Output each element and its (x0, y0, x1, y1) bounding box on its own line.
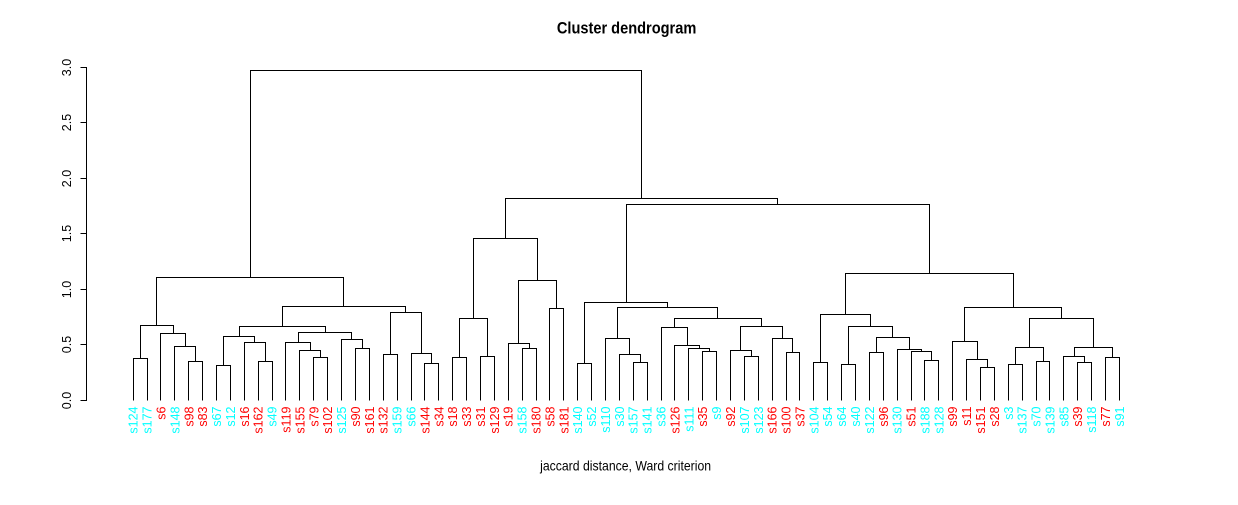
svg-text:s19: s19 (502, 406, 516, 426)
svg-text:s126: s126 (668, 406, 682, 433)
svg-text:s90: s90 (349, 406, 363, 426)
svg-text:s92: s92 (724, 406, 738, 426)
svg-text:s140: s140 (571, 406, 585, 433)
svg-text:s54: s54 (821, 406, 835, 426)
svg-text:0.0: 0.0 (60, 392, 74, 409)
svg-text:s123: s123 (752, 406, 766, 433)
svg-text:3.0: 3.0 (60, 59, 74, 76)
svg-text:s58: s58 (543, 406, 557, 426)
svg-text:s104: s104 (807, 406, 821, 433)
svg-text:s31: s31 (474, 406, 488, 426)
svg-text:s124: s124 (127, 406, 141, 433)
svg-text:s28: s28 (988, 406, 1002, 426)
svg-text:s139: s139 (1043, 406, 1057, 433)
svg-text:s12: s12 (224, 406, 238, 426)
svg-text:1.5: 1.5 (60, 225, 74, 242)
svg-text:s162: s162 (252, 406, 266, 433)
svg-text:s77: s77 (1099, 406, 1113, 426)
svg-text:s111: s111 (682, 406, 696, 431)
svg-text:s30: s30 (613, 406, 627, 426)
svg-text:s37: s37 (793, 406, 807, 426)
svg-text:s3: s3 (1002, 406, 1016, 419)
svg-text:s36: s36 (655, 406, 669, 426)
svg-text:s34: s34 (432, 406, 446, 426)
svg-text:s141: s141 (641, 406, 655, 433)
svg-text:1.0: 1.0 (60, 281, 74, 298)
svg-text:s132: s132 (377, 406, 391, 433)
svg-text:s64: s64 (835, 406, 849, 426)
svg-text:s33: s33 (460, 406, 474, 426)
svg-text:s177: s177 (141, 406, 155, 433)
svg-text:jaccard distance, Ward criteri: jaccard distance, Ward criterion (539, 458, 711, 473)
svg-text:s98: s98 (182, 406, 196, 426)
svg-text:2.0: 2.0 (60, 170, 74, 187)
svg-text:s6: s6 (155, 406, 169, 419)
svg-text:s67: s67 (210, 406, 224, 426)
svg-text:s51: s51 (905, 406, 919, 426)
svg-text:s161: s161 (363, 406, 377, 433)
svg-text:s99: s99 (946, 406, 960, 426)
svg-text:s100: s100 (780, 406, 794, 433)
svg-text:s181: s181 (557, 406, 571, 433)
svg-text:s83: s83 (196, 406, 210, 426)
svg-text:0.5: 0.5 (60, 336, 74, 353)
svg-text:s118: s118 (1085, 406, 1099, 432)
svg-text:s11: s11 (960, 406, 974, 425)
svg-text:s70: s70 (1030, 406, 1044, 426)
svg-text:s16: s16 (238, 406, 252, 426)
svg-text:s137: s137 (1016, 406, 1030, 433)
svg-text:s49: s49 (266, 406, 280, 426)
svg-text:s96: s96 (877, 406, 891, 426)
svg-text:s66: s66 (405, 406, 419, 426)
svg-text:s39: s39 (1071, 406, 1085, 426)
svg-text:s119: s119 (280, 406, 294, 432)
svg-text:s188: s188 (918, 406, 932, 433)
svg-text:s35: s35 (696, 406, 710, 426)
svg-text:2.5: 2.5 (60, 114, 74, 131)
svg-text:s130: s130 (891, 406, 905, 433)
svg-text:s180: s180 (530, 406, 544, 433)
svg-text:s122: s122 (863, 406, 877, 433)
svg-text:s129: s129 (488, 406, 502, 433)
svg-text:s40: s40 (849, 406, 863, 426)
svg-text:Cluster dendrogram: Cluster dendrogram (557, 19, 697, 37)
svg-text:s107: s107 (738, 406, 752, 433)
svg-text:s125: s125 (335, 406, 349, 433)
svg-text:s159: s159 (391, 406, 405, 433)
svg-text:s128: s128 (932, 406, 946, 433)
svg-text:s166: s166 (766, 406, 780, 433)
svg-text:s144: s144 (418, 406, 432, 433)
svg-text:s91: s91 (1113, 406, 1127, 426)
svg-text:s158: s158 (516, 406, 530, 433)
svg-text:s110: s110 (599, 406, 613, 432)
svg-text:s85: s85 (1057, 406, 1071, 426)
svg-text:s102: s102 (321, 406, 335, 433)
svg-text:s151: s151 (974, 406, 988, 433)
svg-text:s155: s155 (293, 406, 307, 433)
svg-text:s52: s52 (585, 406, 599, 426)
svg-text:s157: s157 (627, 406, 641, 433)
svg-text:s79: s79 (307, 406, 321, 426)
svg-text:s18: s18 (446, 406, 460, 426)
svg-text:s9: s9 (710, 406, 724, 419)
svg-text:s148: s148 (168, 406, 182, 433)
